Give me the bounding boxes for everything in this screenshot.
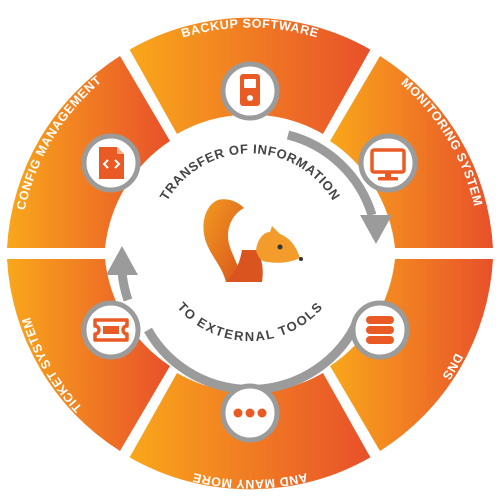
phone-icon — [240, 74, 260, 106]
node-ticket — [81, 300, 141, 360]
database-icon — [366, 316, 394, 344]
node-config — [81, 133, 141, 193]
segment-ticket — [7, 259, 170, 451]
flow-arrow-left — [117, 271, 133, 302]
monitor-icon — [370, 148, 406, 181]
arrow-head-right — [360, 215, 392, 244]
outer-ring — [7, 17, 493, 490]
ellipsis-icon — [233, 408, 267, 418]
node-monitoring — [358, 133, 418, 193]
ticket-icon — [93, 318, 129, 342]
code-file-icon — [99, 147, 124, 179]
label-more: AND MANY MORE — [191, 470, 309, 491]
node-more — [220, 383, 280, 443]
icon-nodes — [81, 61, 418, 443]
flow-arrow-right — [286, 130, 377, 217]
squirrel-logo — [203, 199, 303, 282]
node-backup — [220, 61, 280, 121]
arrow-head-left — [106, 246, 138, 275]
segment-dns — [330, 259, 493, 451]
node-dns — [350, 300, 410, 360]
center-bottom-text: TO EXTERNAL TOOLS — [175, 299, 326, 344]
